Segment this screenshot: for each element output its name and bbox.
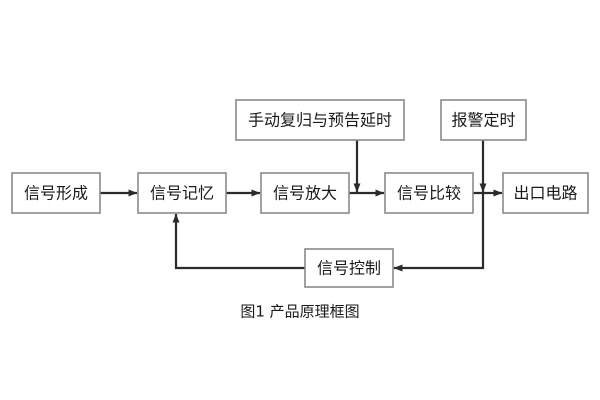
node-signal-control-box — [304, 248, 394, 288]
node-signal-formation[interactable]: 信号形成 — [11, 172, 101, 214]
node-alarm-timer-label: 报警定时 — [451, 111, 515, 130]
node-signal-amplify-label: 信号放大 — [273, 184, 337, 203]
node-output-circuit-label: 出口电路 — [513, 184, 577, 203]
connector-layer — [100, 140, 503, 272]
node-signal-formation-box — [11, 172, 101, 214]
node-signal-amplify-box — [260, 172, 350, 214]
node-manual-reset-box — [235, 99, 405, 141]
node-output-circuit[interactable]: 出口电路 — [502, 172, 589, 214]
node-manual-reset-label: 手动复归与预告延时 — [248, 111, 392, 130]
node-signal-memory-box — [137, 172, 227, 214]
node-signal-amplify[interactable]: 信号放大 — [260, 172, 350, 214]
node-alarm-timer-box — [440, 99, 527, 141]
figure-caption: 图1 产品原理框图 — [240, 303, 359, 321]
node-signal-memory-label: 信号记忆 — [150, 184, 214, 203]
edge-output-to-control — [393, 193, 485, 272]
node-signal-compare-box — [384, 172, 474, 214]
node-alarm-timer[interactable]: 报警定时 — [440, 99, 527, 141]
node-signal-formation-label: 信号形成 — [24, 184, 88, 203]
node-signal-compare[interactable]: 信号比较 — [384, 172, 474, 214]
node-layer: 信号形成 信号记忆 信号放大 信号比较 出口电路 手动复归与预告延时 — [11, 99, 589, 288]
node-output-circuit-box — [502, 172, 589, 214]
edge-control-to-memory — [172, 213, 305, 270]
node-signal-memory[interactable]: 信号记忆 — [137, 172, 227, 214]
node-signal-compare-label: 信号比较 — [397, 184, 461, 203]
node-signal-control[interactable]: 信号控制 — [304, 248, 394, 288]
node-signal-control-label: 信号控制 — [317, 259, 381, 278]
node-manual-reset[interactable]: 手动复归与预告延时 — [235, 99, 405, 141]
